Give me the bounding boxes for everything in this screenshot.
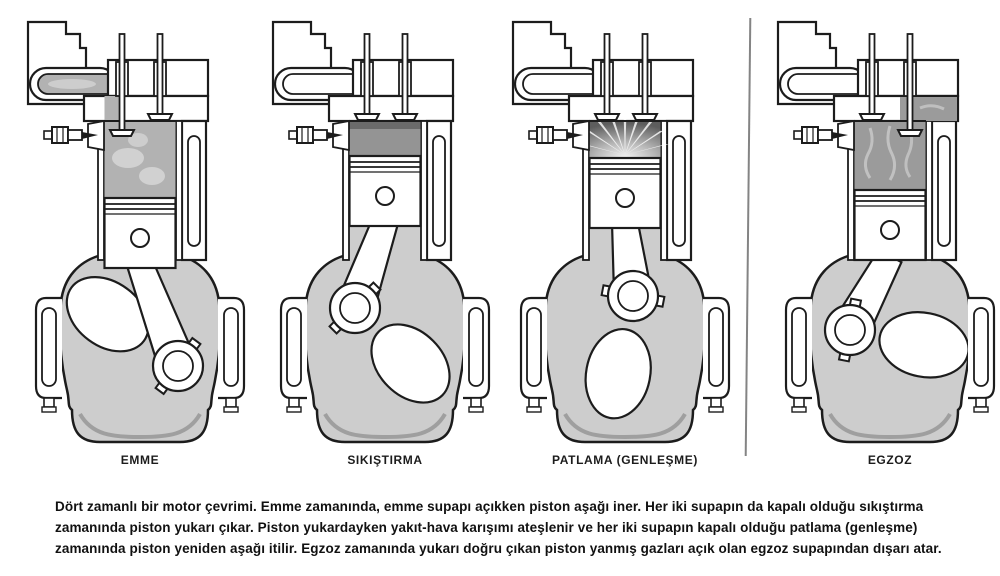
wrist-pin — [130, 228, 150, 248]
engine-diagram-emme — [20, 8, 260, 453]
piston — [853, 188, 927, 262]
intake-valve — [108, 33, 136, 137]
wrist-pin — [880, 220, 900, 240]
mounting-flange-right — [968, 296, 996, 413]
engine-diagram-egzoz — [770, 8, 1000, 453]
cylinder-charge — [580, 111, 670, 158]
mounting-flange-right — [703, 296, 731, 413]
mounting-flange-right — [218, 296, 246, 413]
intake-runner — [778, 66, 869, 102]
crank-counterweight — [370, 323, 451, 404]
wrist-pin — [615, 188, 635, 208]
intake-runner — [513, 66, 604, 102]
cylinder-charge — [349, 121, 421, 156]
intake-valve — [858, 33, 886, 121]
mounting-flange-left — [784, 296, 812, 413]
wrist-pin — [375, 186, 395, 206]
cylinder-wall-right — [175, 120, 183, 261]
exhaust-valve — [146, 33, 174, 121]
piston — [588, 156, 662, 230]
mounting-flange-left — [34, 296, 62, 413]
cylinder-wall-right — [420, 120, 428, 261]
figure-label-patlama: PATLAMA (GENLEŞME) — [552, 453, 698, 467]
cylinder-charge — [104, 96, 176, 198]
piston — [348, 154, 422, 228]
intake-valve — [593, 33, 621, 121]
spark-plug — [528, 119, 590, 152]
cylinder-casing-right — [425, 119, 453, 262]
figure-caption: Dört zamanlı bir motor çevrimi. Emme zam… — [55, 498, 942, 556]
intake-valve — [353, 33, 381, 121]
piston — [103, 196, 177, 270]
figure-label-sikistirma: SIKIŞTIRMA — [347, 453, 423, 467]
figure-label-emme: EMME — [120, 453, 160, 467]
figure-label-egzoz: EGZOZ — [867, 453, 913, 467]
cylinder-casing-right — [930, 119, 958, 262]
mounting-flange-left — [279, 296, 307, 413]
exhaust-valve — [631, 33, 659, 121]
exhaust-valve — [391, 33, 419, 121]
crank-counterweight — [584, 327, 652, 420]
mounting-flange-right — [463, 296, 491, 413]
spark-plug — [288, 119, 350, 152]
column-divider-line — [744, 18, 752, 456]
crank-counterweight — [65, 276, 150, 353]
cylinder-wall-right — [660, 120, 668, 261]
engine-diagram-sikistirma — [265, 8, 505, 453]
spark-plug — [43, 119, 105, 152]
engine-diagram-patlama — [505, 8, 745, 453]
cylinder-casing-right — [665, 119, 693, 262]
intake-runner — [273, 66, 364, 102]
cylinder-casing-right — [180, 119, 208, 262]
cylinder-wall-right — [925, 120, 933, 261]
mounting-flange-left — [519, 296, 547, 413]
exhaust-valve — [896, 33, 924, 137]
spark-plug — [793, 119, 855, 152]
